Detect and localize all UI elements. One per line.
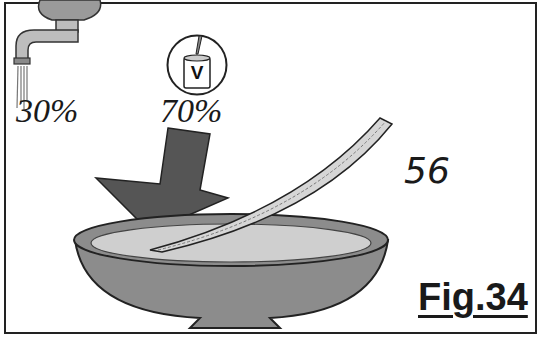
mix-percent: 30% — [16, 92, 78, 130]
strip — [150, 118, 392, 252]
can-letter: V — [166, 62, 228, 84]
additive-icon: V — [166, 34, 228, 96]
mix-percent: 70% — [160, 92, 222, 130]
frame — [5, 3, 536, 333]
callout-number: 56 — [404, 150, 450, 191]
faucet — [14, 0, 101, 64]
figure-caption: Fig.34 — [418, 276, 528, 319]
